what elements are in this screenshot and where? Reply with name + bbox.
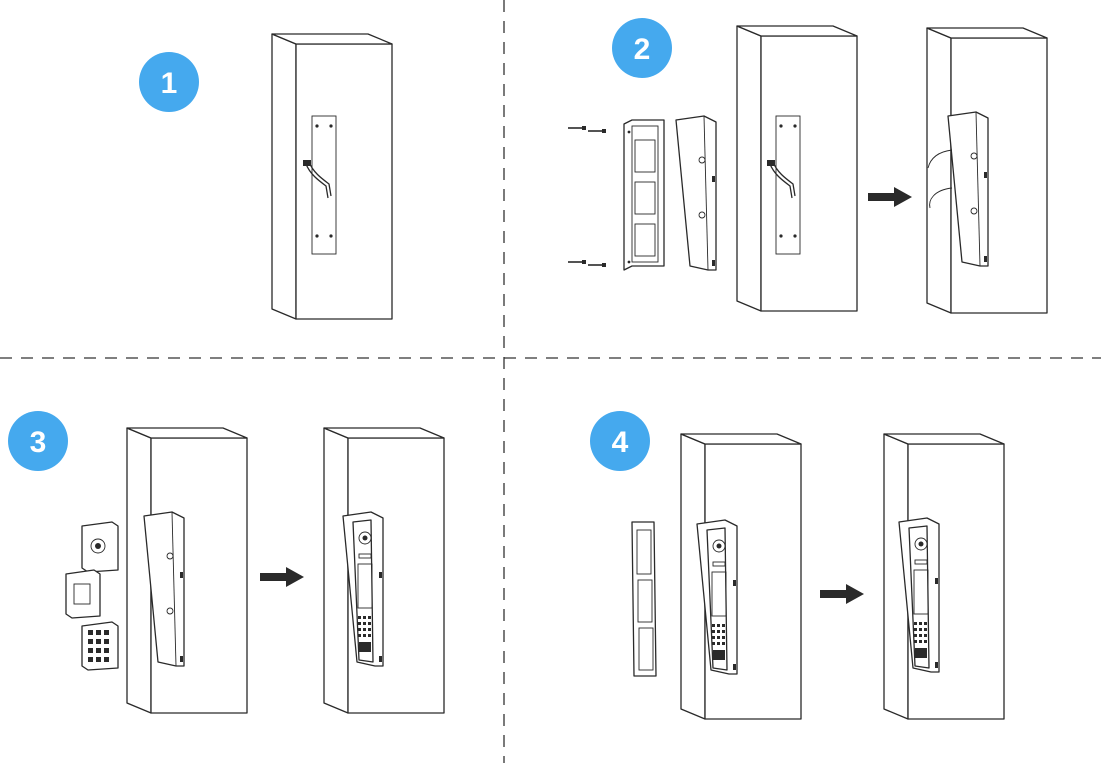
wall-block [271, 33, 393, 320]
badge-circle [590, 411, 650, 471]
badge-label: 1 [161, 67, 178, 100]
wall-block [680, 433, 802, 720]
wall-block [736, 25, 858, 312]
screw-icon [587, 128, 607, 134]
keypad-module [81, 621, 119, 671]
camera-module [81, 521, 119, 573]
right-arrow-icon [260, 567, 304, 587]
rain-cover [675, 115, 717, 271]
step-badge-3: 3 [8, 411, 68, 471]
screw-icon [567, 259, 587, 265]
step-badge-2: 2 [612, 18, 672, 78]
card-reader-module [65, 569, 101, 619]
step-badge-1: 1 [139, 52, 199, 112]
badge-circle [612, 18, 672, 78]
wall-block [883, 433, 1005, 720]
step-1-illustration [271, 33, 393, 320]
back-box [623, 119, 665, 271]
wall-block [323, 427, 445, 714]
badge-label: 2 [634, 33, 651, 66]
screw-icon [587, 262, 607, 268]
right-arrow-icon [868, 187, 912, 207]
wall-block [126, 427, 248, 714]
cable [927, 149, 953, 209]
badge-circle [139, 52, 199, 112]
right-arrow-icon [820, 584, 864, 604]
step-4-illustration [631, 433, 1005, 720]
step-3-illustration [65, 427, 445, 714]
badge-label: 3 [30, 426, 47, 459]
screw-icon [567, 125, 587, 131]
badge-circle [8, 411, 68, 471]
step-2-illustration [567, 25, 1048, 314]
front-panel [631, 521, 657, 677]
step-badge-4: 4 [590, 411, 650, 471]
badge-label: 4 [612, 426, 629, 459]
